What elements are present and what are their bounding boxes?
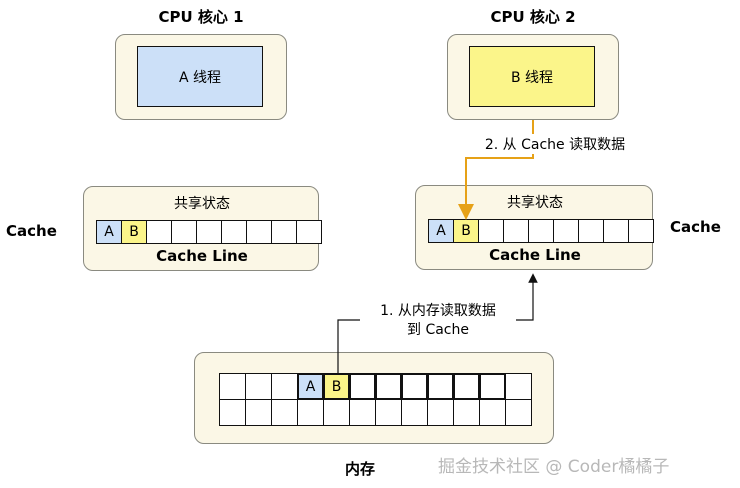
cache-cell (221, 220, 247, 244)
cache-cell (146, 220, 172, 244)
cache-label-left: Cache (6, 222, 57, 240)
watermark-text: 掘金技术社区 @ Coder橘橘子 (438, 457, 670, 477)
memory-cell (245, 399, 272, 426)
memory-label: 内存 (344, 460, 375, 478)
shared-state-label-left: 共享状态 (174, 196, 230, 212)
step1-label-line2: 到 Cache (407, 322, 469, 338)
core-1-title: CPU 核心 1 (158, 8, 244, 26)
cache-cell (196, 220, 222, 244)
memory-cell (219, 373, 246, 400)
memory-cell (427, 399, 454, 426)
cache-cell: A (96, 220, 122, 244)
memory-cell (453, 399, 480, 426)
memory-cell (505, 399, 532, 426)
memory-cell (323, 399, 350, 426)
cache-cell: B (121, 220, 147, 244)
cache-line-label-right: Cache Line (489, 246, 581, 264)
memory-cell (271, 399, 298, 426)
thread-b-label: B 线程 (510, 69, 554, 86)
cache-cell (296, 220, 322, 244)
memory-cell (349, 399, 376, 426)
memory-cell (375, 399, 402, 426)
cache-label-right: Cache (670, 218, 721, 236)
core-2-panel: B 线程 (447, 34, 619, 120)
cache-line-label-left: Cache Line (156, 247, 248, 265)
cache-cell (246, 220, 272, 244)
thread-a-box: A 线程 (137, 46, 263, 107)
core-1-panel: A 线程 (115, 34, 287, 120)
step2-label: 2. 从 Cache 读取数据 (470, 134, 640, 154)
cache-cell (271, 220, 297, 244)
thread-b-box: B 线程 (469, 46, 595, 107)
thread-a-label: A 线程 (178, 69, 222, 86)
shared-state-label-right: 共享状态 (507, 195, 563, 211)
memory-cell (453, 373, 480, 400)
cache-cell (628, 219, 654, 243)
memory-cell (401, 399, 428, 426)
cache-cell (603, 219, 629, 243)
step1-label-line1: 1. 从内存读取数据 (380, 303, 496, 319)
step1-label: 1. 从内存读取数据 到 Cache (360, 302, 516, 340)
core-2-title: CPU 核心 2 (490, 8, 576, 26)
memory-cell (505, 373, 532, 400)
memory-cell (219, 399, 246, 426)
